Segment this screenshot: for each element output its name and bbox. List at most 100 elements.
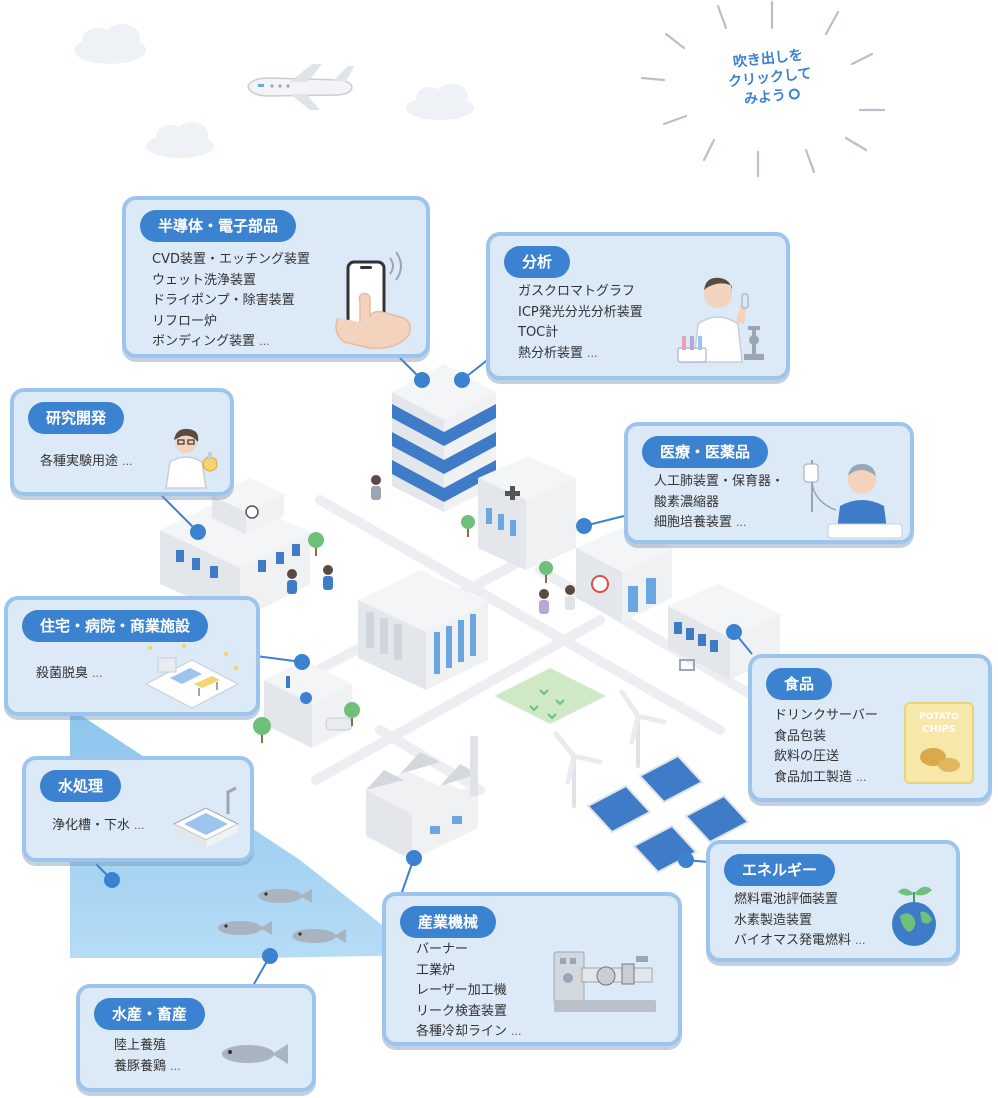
list-item: リーク検査装置 bbox=[416, 1003, 508, 1019]
card-water-treatment[interactable]: 水処理 浄化槽・下水... bbox=[22, 756, 254, 862]
house-building bbox=[264, 660, 353, 748]
item-list: ガスクロマトグラフ ICP発光分光分析装置 TOC計 熱分析装置... bbox=[518, 282, 643, 364]
card-title: 半導体・電子部品 bbox=[140, 210, 297, 242]
item-list: 人工肺装置・保育器・ 酸素濃縮器 細胞培養装置... bbox=[654, 472, 784, 534]
research-lab-building bbox=[160, 478, 310, 620]
list-item: ガスクロマトグラフ bbox=[518, 284, 636, 299]
striped-tower-building bbox=[392, 364, 496, 512]
list-item: 食品包装 bbox=[774, 728, 827, 744]
card-medical[interactable]: 医療・医薬品 人工肺装置・保育器・ 酸素濃縮器 細胞培養装置... bbox=[624, 422, 914, 544]
list-item: リフロー炉 bbox=[152, 313, 218, 329]
store-building bbox=[668, 584, 780, 680]
list-item: 燃料電池評価装置 bbox=[734, 892, 839, 907]
list-item: 飲料の圧送 bbox=[774, 749, 840, 764]
list-item: 細胞培養装置... bbox=[654, 515, 747, 530]
list-item: ボンディング装置... bbox=[152, 334, 270, 349]
item-list: CVD装置・エッチング装置 ウェット洗浄装置 ドライポンプ・除害装置 リフロー炉… bbox=[152, 250, 310, 353]
wind-turbine-icon bbox=[619, 689, 667, 768]
list-item: 水素製造装置 bbox=[734, 912, 813, 928]
more-marker: ... bbox=[92, 667, 103, 680]
wind-turbine-icon bbox=[553, 731, 603, 808]
more-marker: ... bbox=[736, 516, 747, 529]
park bbox=[494, 668, 606, 724]
potato-chips-bag-icon: POTATO CHIPS bbox=[904, 702, 974, 784]
solar-panel-icon bbox=[586, 754, 750, 874]
list-item: バーナー bbox=[416, 942, 469, 957]
card-food[interactable]: 食品 ドリンクサーバー 食品包装 飲料の圧送 食品加工製造... POTATO … bbox=[748, 654, 992, 802]
item-list: 殺菌脱臭... bbox=[36, 664, 103, 685]
card-title: 水処理 bbox=[40, 770, 122, 802]
patient-iv-icon bbox=[803, 460, 903, 539]
list-item: 食品加工製造... bbox=[774, 769, 867, 785]
card-housing-hospital-commercial[interactable]: 住宅・病院・商業施設 殺菌脱臭... bbox=[4, 596, 260, 716]
list-item: 養豚養鶏... bbox=[114, 1058, 181, 1074]
item-list: 各種実験用途... bbox=[40, 452, 133, 473]
list-item: レーザー加工機 bbox=[416, 983, 507, 998]
tree-icon bbox=[344, 702, 360, 726]
item-list: バーナー 工業炉 レーザー加工機 リーク検査装置 各種冷却ライン... bbox=[416, 940, 522, 1043]
card-title: 分析 bbox=[504, 246, 571, 278]
list-item: 人工肺装置・保育器・ bbox=[654, 474, 785, 489]
list-item: TOC計 bbox=[518, 325, 559, 340]
tree-icon bbox=[539, 561, 553, 583]
more-marker: ... bbox=[855, 934, 866, 947]
card-title: エネルギー bbox=[724, 854, 836, 886]
list-item: ウェット洗浄装置 bbox=[152, 272, 257, 288]
person-icon bbox=[565, 585, 575, 610]
more-marker: ... bbox=[122, 455, 133, 468]
more-marker: ... bbox=[511, 1025, 522, 1038]
office-building bbox=[358, 570, 488, 690]
list-item: ICP発光分光分析装置 bbox=[518, 304, 643, 320]
factory-building bbox=[366, 736, 478, 860]
list-item: 殺菌脱臭... bbox=[36, 666, 103, 681]
list-item: 陸上養殖 bbox=[114, 1038, 167, 1053]
more-marker: ... bbox=[134, 819, 145, 832]
item-list: 浄化槽・下水... bbox=[52, 816, 145, 837]
item-list: ドリンクサーバー 食品包装 飲料の圧送 食品加工製造... bbox=[774, 706, 878, 788]
card-research-development[interactable]: 研究開発 各種実験用途... bbox=[10, 388, 234, 496]
tree-icon bbox=[461, 515, 475, 537]
card-title: 食品 bbox=[766, 668, 833, 700]
card-title: 研究開発 bbox=[28, 402, 125, 434]
list-item: 工業炉 bbox=[416, 962, 456, 978]
card-semiconductor[interactable]: 半導体・電子部品 CVD装置・エッチング装置 ウェット洗浄装置 ドライポンプ・除… bbox=[122, 196, 430, 358]
lathe-machine-icon bbox=[553, 951, 656, 1012]
fish-icon bbox=[292, 929, 346, 943]
fish-icon bbox=[218, 921, 272, 935]
earth-sprout-icon bbox=[892, 886, 936, 946]
list-item: ドライポンプ・除害装置 bbox=[152, 293, 295, 308]
chip-shape bbox=[938, 758, 960, 772]
item-list: 燃料電池評価装置 水素製造装置 バイオマス発電燃料... bbox=[734, 890, 866, 952]
card-title: 住宅・病院・商業施設 bbox=[22, 610, 209, 642]
airplane-icon bbox=[247, 64, 354, 110]
fish-icon bbox=[222, 1044, 288, 1064]
list-item: 熱分析装置... bbox=[518, 345, 598, 361]
more-marker: ... bbox=[587, 346, 598, 360]
item-list: 陸上養殖 養豚養鶏... bbox=[114, 1036, 181, 1077]
tree-icon bbox=[253, 717, 271, 743]
researcher-icon bbox=[165, 428, 218, 489]
person-icon bbox=[539, 589, 549, 614]
card-title: 水産・畜産 bbox=[94, 998, 206, 1030]
list-item: CVD装置・エッチング装置 bbox=[152, 252, 310, 267]
septic-tank-icon bbox=[172, 786, 240, 848]
list-item: ドリンクサーバー bbox=[774, 708, 878, 723]
list-item: 酸素濃縮器 bbox=[654, 494, 720, 510]
room-interior-icon bbox=[144, 644, 240, 709]
tree-icon bbox=[308, 532, 324, 556]
card-title: 医療・医薬品 bbox=[642, 436, 769, 468]
smartphone-hand-icon bbox=[335, 251, 411, 349]
cloud-icon bbox=[406, 84, 474, 120]
list-item: 浄化槽・下水... bbox=[52, 818, 145, 833]
person-icon bbox=[287, 569, 297, 594]
card-fisheries-livestock[interactable]: 水産・畜産 陸上養殖 養豚養鶏... bbox=[76, 984, 316, 1092]
card-industrial-machinery[interactable]: 産業機械 バーナー 工業炉 レーザー加工機 リーク検査装置 各種冷却ライン... bbox=[382, 892, 682, 1046]
list-item: 各種冷却ライン... bbox=[416, 1024, 522, 1039]
person-icon bbox=[371, 475, 381, 500]
chips-label: CHIPS bbox=[922, 724, 956, 735]
more-marker: ... bbox=[170, 1059, 181, 1073]
card-analysis[interactable]: 分析 ガスクロマトグラフ ICP発光分光分析装置 TOC計 熱分析装置... bbox=[486, 232, 790, 380]
sunburst-icon bbox=[640, 0, 886, 178]
card-energy[interactable]: エネルギー 燃料電池評価装置 水素製造装置 バイオマス発電燃料... bbox=[706, 840, 960, 962]
